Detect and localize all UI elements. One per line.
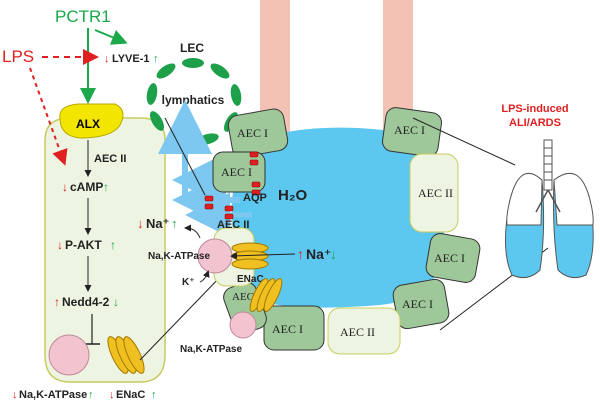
aec2-cell-label: AEC II <box>94 153 126 165</box>
na-right-up-arrow: ↑ <box>297 246 304 262</box>
lyve1-up-arrow: ↑ <box>153 53 159 65</box>
nedd-down-arrow: ↓ <box>113 295 119 309</box>
nedd-up-arrow: ↑ <box>54 295 60 309</box>
na-k-atpase-pump-bottom <box>48 334 90 376</box>
camp-down-arrow: ↓ <box>62 180 68 194</box>
aec1-label-right-mid: AEC I <box>434 251 465 265</box>
lung-title-line1: LPS-induced <box>501 103 568 115</box>
lyve1-label: LYVE-1 <box>112 53 150 65</box>
enac-bottom-down-arrow: ↓ <box>109 389 115 401</box>
lung-title-line2: ALI/ARDS <box>509 117 561 129</box>
lymphatics-label: lymphatics <box>162 93 225 107</box>
aec1-label-right-low: AEC I <box>402 297 433 311</box>
aec2-label-bottom: AEC II <box>340 325 375 339</box>
na-left-up-arrow: ↑ <box>171 216 178 231</box>
na-left-label: Na⁺ <box>146 216 169 231</box>
lyve1-down-arrow: ↓ <box>104 53 110 65</box>
nedd-label: Nedd4-2 <box>62 295 110 309</box>
lung-illustration <box>504 139 594 279</box>
nak-bottom-up-arrow: ↑ <box>88 389 94 401</box>
nak-lower-label: Na,K-ATPase <box>180 344 242 355</box>
enac-channel-bottom <box>107 336 145 374</box>
enac-channel-mid <box>231 242 269 270</box>
aec1-label-left: AEC I <box>221 165 252 179</box>
aec2-label-right: AEC II <box>418 186 453 200</box>
na-left-down-arrow: ↓ <box>137 216 144 231</box>
k-plus-label: K⁺ <box>182 277 195 288</box>
nak-mid-label: Na,K-ATPase <box>148 251 210 262</box>
enac-mid-label: ENaC <box>237 274 264 285</box>
camp-label: cAMP <box>70 180 103 194</box>
lps-label: LPS <box>2 47 34 66</box>
aec1-label-bottom: AEC I <box>272 322 303 336</box>
enac-bottom-label: ENaC <box>116 389 145 401</box>
na-right-label: Na⁺ <box>306 246 331 262</box>
pakt-down-arrow: ↓ <box>57 238 63 252</box>
pakt-up-arrow: ↑ <box>110 238 116 252</box>
lec-label: LEC <box>180 41 204 55</box>
aec1-label-top-left: AEC I <box>237 126 268 140</box>
aqp-label: AQP <box>243 192 267 204</box>
aec2-label-left: AEC II <box>217 219 249 231</box>
nak-bottom-down-arrow: ↓ <box>12 389 18 401</box>
alveolus-lumen <box>231 127 445 308</box>
alx-label: ALX <box>76 117 100 131</box>
aec-cells <box>212 107 481 355</box>
pctr1-label: PCTR1 <box>55 7 111 26</box>
na-k-atpase-pump-lower <box>229 311 257 339</box>
enac-bottom-up-arrow: ↑ <box>151 389 157 401</box>
na-right-down-arrow: ↓ <box>330 246 337 262</box>
aec1-label-top-right: AEC I <box>394 123 425 137</box>
pakt-label: P-AKT <box>65 238 102 252</box>
enac-channel-lower <box>249 278 283 312</box>
nak-bottom-label: Na,K-ATPase <box>19 389 87 401</box>
alx-receptor <box>59 103 124 139</box>
h2o-label: H₂O <box>278 187 307 204</box>
camp-up-arrow: ↑ <box>103 180 109 194</box>
